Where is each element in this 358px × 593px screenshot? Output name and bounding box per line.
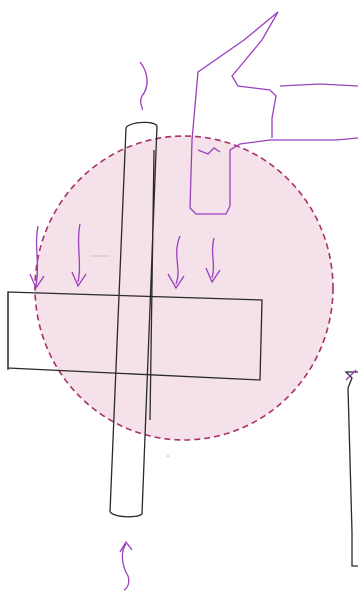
bottom-curve (120, 542, 132, 590)
top-curve (140, 62, 147, 110)
dashed-circle (35, 136, 333, 440)
right-edge-shape (346, 370, 358, 566)
pencil-dot (167, 455, 169, 457)
